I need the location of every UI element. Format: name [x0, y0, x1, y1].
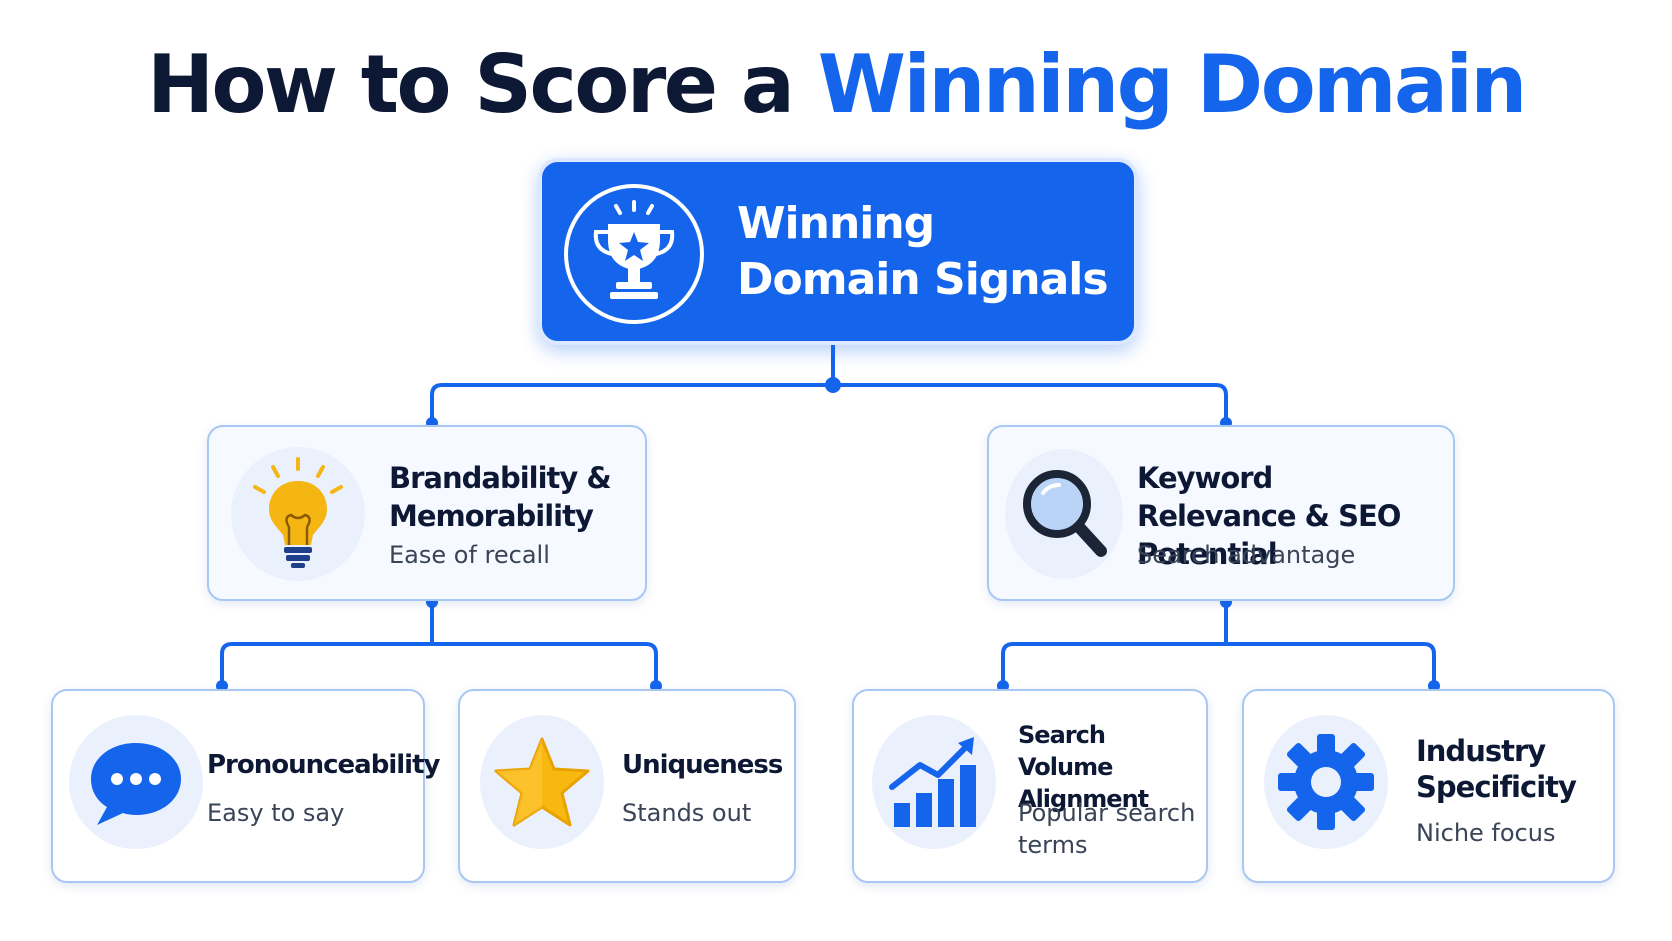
speech-bubble-icon: [69, 715, 203, 849]
leaf-industry-specificity: Industry Specificity Niche focus: [1242, 689, 1615, 883]
leaf-subtitle: Stands out: [622, 799, 752, 827]
branch-title: Brandability & Memorability: [389, 461, 612, 533]
branch-keyword-relevance: Keyword Relevance & SEO Potential Search…: [987, 425, 1455, 601]
leaf-title: Pronounceability: [207, 750, 440, 780]
leaf-subtitle: Easy to say: [207, 799, 345, 827]
page-title: How to Score a Winning Domain: [0, 38, 1672, 131]
branch-title: Keyword Relevance & SEO Potential: [1137, 461, 1401, 571]
leaf-uniqueness: Uniqueness Stands out: [458, 689, 796, 883]
title-accent: Winning Domain: [817, 38, 1528, 131]
branch-subtitle: Ease of recall: [389, 541, 550, 569]
leaf-search-volume: Search Volume Alignment Popular search t…: [852, 689, 1208, 883]
trophy-icon: [564, 184, 704, 324]
leaf-pronounceability: Pronounceability Easy to say: [51, 689, 440, 883]
gear-icon: [1264, 715, 1388, 849]
lightbulb-icon: [231, 447, 365, 581]
leaf-subtitle: Niche focus: [1416, 819, 1556, 847]
magnifier-icon: [1005, 449, 1123, 579]
leaf-title: Uniqueness: [622, 750, 783, 780]
leaf-title: Industry Specificity: [1416, 734, 1577, 804]
growth-chart-icon: [872, 715, 996, 849]
branch-brandability: Brandability & Memorability Ease of reca…: [207, 425, 647, 601]
title-prefix: How to Score a: [147, 38, 795, 131]
star-icon: [480, 715, 604, 849]
leaf-subtitle: Popular search terms: [1018, 799, 1196, 859]
branch-subtitle: Search advantage: [1137, 541, 1356, 569]
root-title: Winning Domain Signals: [737, 198, 1109, 305]
root-node: Winning Domain Signals: [538, 158, 1138, 345]
leaf-title: Search Volume Alignment: [1018, 721, 1149, 813]
